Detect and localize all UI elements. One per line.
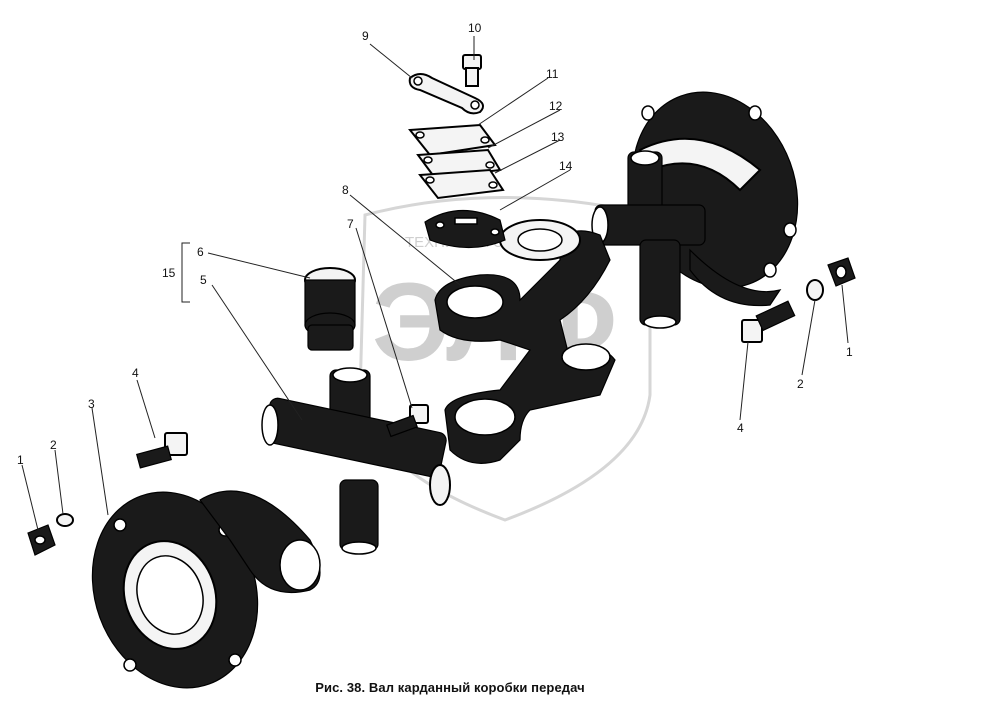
part-right-hardware [741,257,856,343]
callout-1-left: 1 [17,453,24,467]
callout-15: 15 [162,266,176,280]
part-cover-plates [408,123,506,249]
callout-13: 13 [551,130,565,144]
callout-10: 10 [468,21,482,35]
callout-8: 8 [342,183,349,197]
part-lock-plate-and-bolt [408,54,485,115]
part-bolt-7 [386,404,429,438]
callout-3: 3 [88,397,95,411]
part-left-spider-cross [261,367,451,555]
callout-2-right: 2 [797,377,804,391]
callout-14: 14 [559,159,573,173]
callout-2-left: 2 [50,438,57,452]
callout-7: 7 [347,217,354,231]
part-yoke-bracket [434,219,616,464]
part-left-hardware [27,432,188,556]
callout-1-right: 1 [846,345,853,359]
callout-12: 12 [549,99,563,113]
leader-lines [21,36,849,531]
callout-9: 9 [362,29,369,43]
callout-4-right: 4 [737,421,744,435]
part-needle-bearing-caps [304,267,356,351]
callout-labels: 10 9 11 12 13 14 8 7 6 15 5 4 3 2 1 1 2 … [17,21,853,467]
figure-caption: Рис. 38. Вал карданный коробки передач [315,680,585,695]
part-left-flange [91,490,321,689]
callout-11: 11 [546,67,559,81]
callout-6: 6 [197,245,204,259]
part-right-spider-cross [591,150,706,329]
callout-4-left: 4 [132,366,139,380]
callout-5: 5 [200,273,207,287]
